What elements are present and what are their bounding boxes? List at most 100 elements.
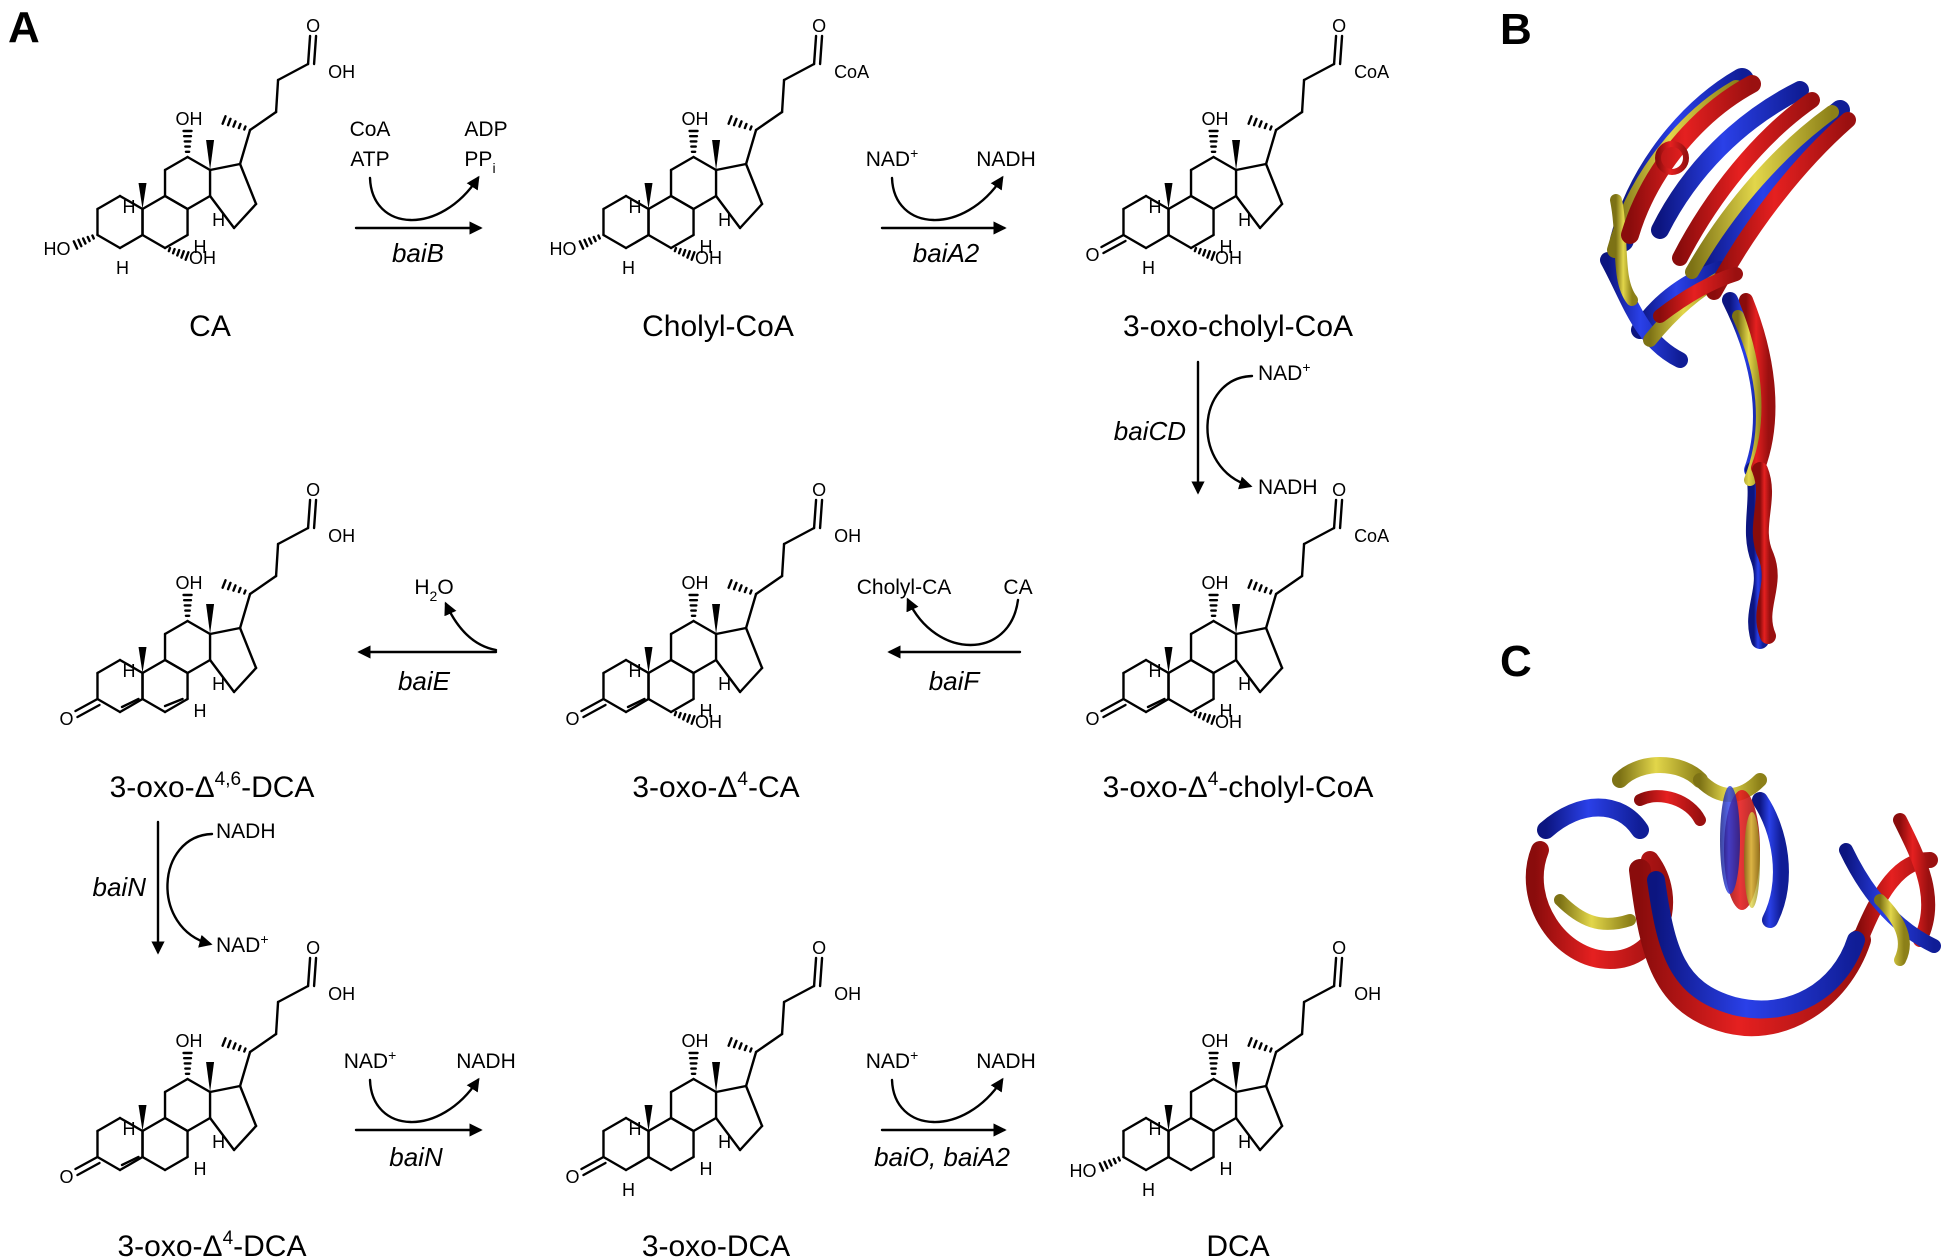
wedge-bond: [712, 604, 721, 634]
oxo-label: O: [1085, 245, 1099, 265]
bond: [1234, 658, 1262, 694]
product-nadh: NADH: [456, 1050, 516, 1073]
bond: [1189, 194, 1215, 211]
bond: [1167, 697, 1193, 714]
bond: [1189, 233, 1215, 250]
bond: [602, 658, 628, 675]
bond: [1189, 658, 1215, 675]
hashed-bond: [184, 251, 190, 261]
hashed-bond: [221, 115, 227, 125]
bond: [1122, 194, 1148, 211]
hashed-bond: [738, 584, 743, 592]
bond: [647, 1155, 673, 1172]
bond: [1189, 155, 1215, 172]
hydrogen-label: H: [1238, 1132, 1251, 1152]
bond: [306, 956, 312, 988]
bond: [714, 1116, 742, 1152]
hydroxyl-label: HO: [43, 239, 70, 259]
hydrogen-label: H: [718, 1132, 731, 1152]
coa-label: CoA: [834, 62, 869, 82]
hashed-bond: [749, 125, 753, 131]
wedge-bond: [712, 1062, 721, 1092]
bond: [1300, 78, 1306, 114]
product-nad: NAD+: [216, 931, 269, 957]
reaction-step-baie: H2O baiE: [357, 576, 498, 696]
hashed-bond: [1258, 120, 1263, 128]
enzyme-baif: baiF: [929, 666, 982, 696]
hydroxyl-label: OH: [1215, 248, 1242, 268]
hydrogen-label: H: [1142, 258, 1155, 278]
bond: [1144, 194, 1170, 211]
bond: [238, 1084, 258, 1128]
compound-label-3-oxo-delta4-dca: 3-oxo-Δ4-DCA: [118, 1228, 307, 1260]
bond: [692, 194, 718, 211]
bond: [582, 703, 607, 719]
enzyme-baio-baia2: baiO, baiA2: [874, 1142, 1010, 1172]
wedge-bond: [712, 140, 721, 170]
hydroxyl-label: OH: [1354, 984, 1381, 1004]
bond: [208, 1084, 242, 1094]
compound-label-cholyl-coa: Cholyl-CoA: [642, 310, 794, 343]
hashed-bond: [72, 240, 79, 250]
hashed-bond: [743, 1044, 748, 1052]
protein-structure-overlay-b: [1600, 68, 1856, 649]
hydroxyl-label: HO: [549, 239, 576, 259]
hashed-bond: [176, 248, 181, 257]
hashed-bond: [81, 237, 87, 245]
bond: [1258, 1124, 1284, 1152]
bond: [1144, 233, 1170, 250]
hashed-bond: [1263, 586, 1268, 594]
hashed-bond: [243, 1047, 247, 1053]
bond: [118, 194, 144, 211]
bond: [812, 498, 818, 530]
bond: [208, 162, 242, 172]
bond: [118, 233, 144, 250]
hydroxyl-label: OH: [695, 248, 722, 268]
reagent-nad: NAD+: [1258, 359, 1311, 385]
compound-labels: CA Cholyl-CoA 3-oxo-cholyl-CoA 3-oxo-Δ4,…: [110, 310, 1374, 1260]
bond: [96, 697, 122, 714]
compound-label-dca: DCA: [1206, 1230, 1269, 1260]
hydrogen-label: H: [700, 1159, 713, 1179]
hydrogen-label: H: [123, 1119, 136, 1139]
bond: [1144, 1116, 1170, 1133]
cofactor-curve-arrow: [1206, 374, 1254, 490]
wedge-bond: [206, 140, 215, 170]
bond: [1338, 34, 1344, 66]
bond: [714, 658, 742, 694]
hashed-bond: [1098, 1162, 1105, 1172]
bond: [118, 697, 144, 714]
bond: [1300, 1000, 1306, 1036]
bond: [163, 1116, 189, 1133]
bond: [782, 526, 816, 546]
hydrogen-label: H: [123, 197, 136, 217]
hydroxyl-label: OH: [176, 1031, 203, 1051]
hydrogen-label: H: [123, 661, 136, 681]
bond: [602, 1116, 628, 1133]
cofactor-curve-arrow: [368, 1077, 480, 1124]
bond: [1167, 194, 1193, 211]
bond: [1100, 697, 1125, 713]
hashed-bond: [690, 251, 696, 261]
bond: [141, 658, 167, 675]
compound-label-ca: CA: [189, 310, 231, 343]
product-nadh: NADH: [976, 148, 1036, 171]
bond: [647, 658, 673, 675]
hydroxyl-label: OH: [1202, 109, 1229, 129]
oxygen-label: O: [306, 480, 320, 500]
hydrogen-label: H: [1149, 197, 1162, 217]
hashed-bond: [1247, 579, 1253, 589]
oxygen-label: O: [306, 16, 320, 36]
bond: [186, 619, 212, 636]
bond: [669, 619, 695, 636]
bond: [1302, 526, 1336, 546]
product-nadh: NADH: [1258, 476, 1318, 499]
enzyme-bain: baiN: [389, 1142, 443, 1172]
bond: [248, 1032, 278, 1054]
bond: [1258, 202, 1284, 230]
wedge-bond: [1164, 1105, 1173, 1131]
bond: [1189, 1155, 1215, 1172]
